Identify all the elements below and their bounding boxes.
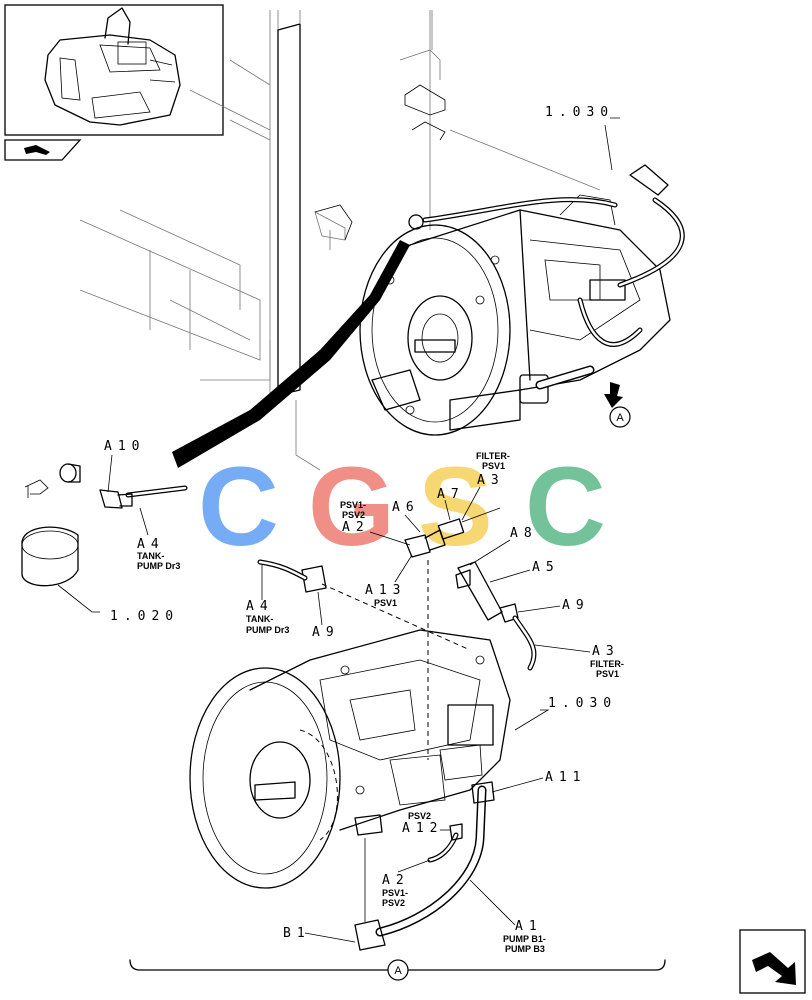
callout-a12: A12 xyxy=(402,821,443,836)
callout-a13: A13 xyxy=(365,583,406,598)
note-a2-bottom-1: PSV1- xyxy=(382,888,408,898)
note-a3-top-1: FILTER- xyxy=(476,451,510,461)
callout-a10: A10 xyxy=(104,439,145,454)
note-a2-bottom-2: PSV2 xyxy=(382,898,405,908)
callout-a9-right: A9 xyxy=(562,598,590,613)
callout-a6: A6 xyxy=(392,500,420,515)
watermark: C G S C xyxy=(198,444,606,569)
callout-a3-bottom: A3 xyxy=(592,644,620,659)
callout-labels: A10 A4 TANK- PUMP Dr3 PSV1- PSV2 A2 A6 A… xyxy=(104,439,624,954)
view-a-bottom-label: A xyxy=(394,965,402,977)
machine-frame xyxy=(79,10,601,471)
previous-page-icon[interactable] xyxy=(4,139,82,161)
lower-pump-assembly xyxy=(189,629,511,889)
note-a4-top-1: TANK- xyxy=(137,551,164,561)
note-a2-top-1: PSV1- xyxy=(340,500,366,510)
callout-a2-bottom: A2 xyxy=(382,873,410,888)
excavator-thumbnail[interactable] xyxy=(4,4,224,136)
callout-a5: A5 xyxy=(532,560,560,575)
callout-a8: A8 xyxy=(510,526,538,541)
callout-a3-top: A3 xyxy=(477,473,505,488)
ref-upper-pump: 1.030 xyxy=(545,105,620,171)
watermark-letter-c2: C xyxy=(525,444,606,569)
watermark-letter-s: S xyxy=(418,444,493,569)
note-a1-2: PUMP B3 xyxy=(505,944,545,954)
callout-b1: B1 xyxy=(283,926,311,941)
ref-label-top: 1.030 xyxy=(545,105,614,120)
view-a-bracket: A xyxy=(129,959,666,981)
main-hose-upper xyxy=(172,240,410,468)
note-a2-top-2: PSV2 xyxy=(342,510,365,520)
view-a-label: A xyxy=(616,412,624,424)
ref-label-bottom: 1.030 xyxy=(548,696,617,711)
callout-a4-mid: A4 xyxy=(246,599,274,614)
note-a12: PSV2 xyxy=(408,811,431,821)
callout-a9-left: A9 xyxy=(312,625,340,640)
watermark-letter-g: G xyxy=(308,444,395,569)
upper-pump-assembly xyxy=(359,164,671,436)
note-a3-bottom-1: FILTER- xyxy=(590,659,624,669)
note-a4-mid-1: TANK- xyxy=(246,614,273,624)
watermark-letter-c1: C xyxy=(198,444,279,569)
ref-label-tank: 1.020 xyxy=(110,609,179,624)
ref-lower-pump: 1.030 xyxy=(514,696,617,731)
upper-hoses xyxy=(422,197,685,390)
callout-a1: A1 xyxy=(515,919,543,934)
callout-a4-top: A4 xyxy=(137,537,165,552)
note-a3-top-2: PSV1 xyxy=(482,461,505,471)
tank-area: 1.020 xyxy=(21,463,179,624)
note-a13: PSV1 xyxy=(374,598,397,608)
note-a4-mid-2: PUMP Dr3 xyxy=(246,625,289,635)
note-a1-1: PUMP B1- xyxy=(503,934,546,944)
a10-fitting xyxy=(99,454,188,536)
callout-a7: A7 xyxy=(437,487,465,502)
next-page-icon[interactable] xyxy=(739,929,806,994)
lower-hoses xyxy=(354,781,495,951)
callout-a11: A11 xyxy=(545,770,586,785)
note-a4-top-2: PUMP Dr3 xyxy=(137,561,180,571)
view-a-marker-top: A xyxy=(604,382,631,428)
note-a3-bottom-2: PSV1 xyxy=(596,669,619,679)
callout-a2-top: A2 xyxy=(342,520,370,535)
middle-fittings xyxy=(257,507,537,760)
